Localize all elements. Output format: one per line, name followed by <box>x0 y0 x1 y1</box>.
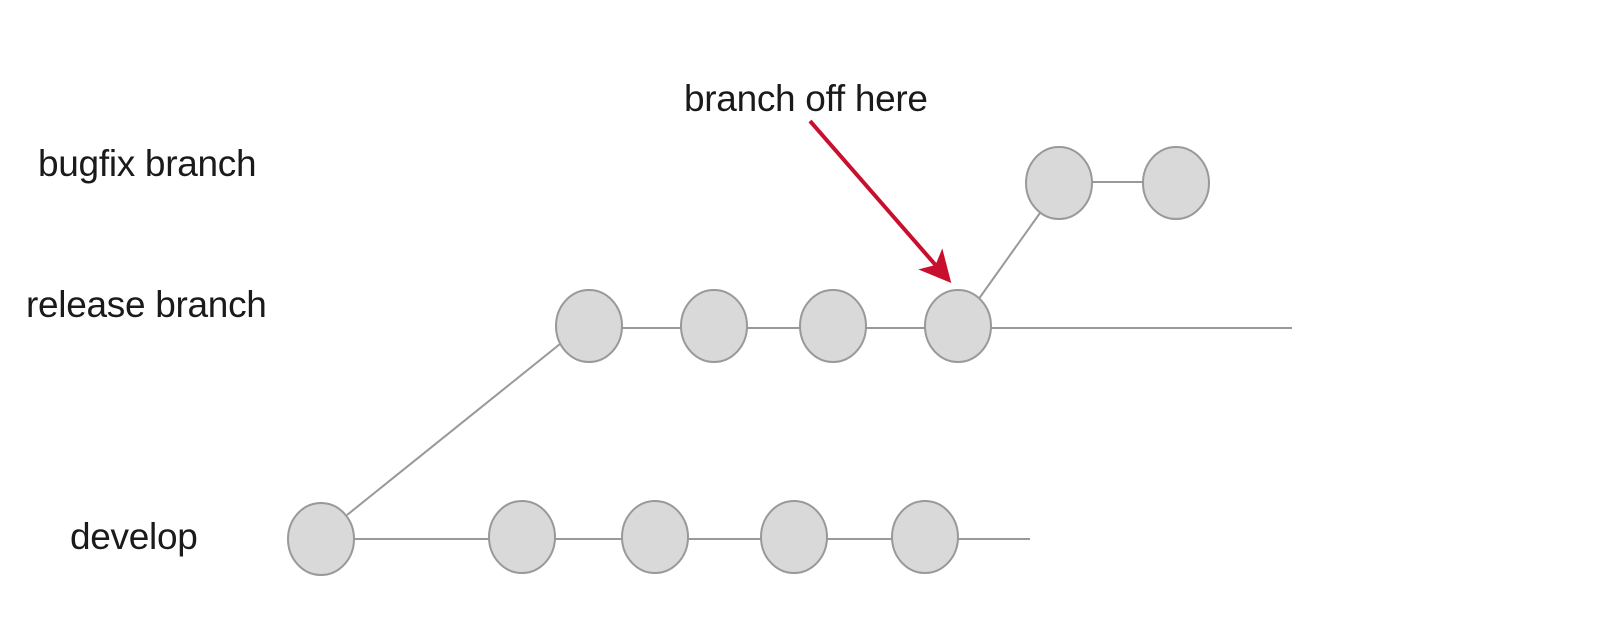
commit-release-4[interactable] <box>924 289 992 363</box>
commit-bugfix-2[interactable] <box>1142 146 1210 220</box>
develop-branch-label: develop <box>70 516 198 557</box>
commit-release-3[interactable] <box>799 289 867 363</box>
commit-develop-5[interactable] <box>891 500 959 574</box>
annotation-arrow <box>808 119 952 284</box>
branch-off-annotation: branch off here <box>684 78 928 119</box>
commit-release-2[interactable] <box>680 289 748 363</box>
commit-release-1[interactable] <box>555 289 623 363</box>
commit-develop-4[interactable] <box>760 500 828 574</box>
commit-develop-1[interactable] <box>287 502 355 576</box>
release-to-bugfix-line <box>977 212 1041 301</box>
commit-develop-2[interactable] <box>488 500 556 574</box>
commit-develop-3[interactable] <box>621 500 689 574</box>
commit-bugfix-1[interactable] <box>1025 146 1093 220</box>
develop-to-release-line <box>346 343 561 516</box>
release-branch-label: release branch <box>26 284 267 325</box>
bugfix-branch-label: bugfix branch <box>38 143 257 184</box>
